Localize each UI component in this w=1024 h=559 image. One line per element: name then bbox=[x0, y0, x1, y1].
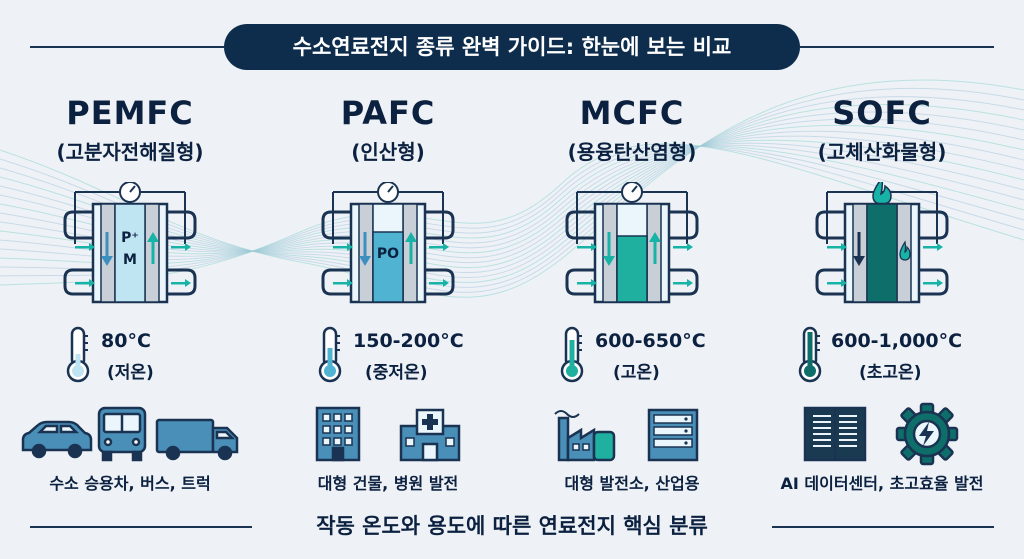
fuel-cell-diagram bbox=[815, 182, 949, 304]
column-mcfc: MCFC (용융탄산염형) bbox=[517, 90, 747, 510]
type-name: SOFC bbox=[832, 94, 932, 132]
fuel-cell-diagram: P⁺ M bbox=[63, 182, 197, 304]
cell-label-top: P⁺ bbox=[121, 230, 139, 246]
footer-caption: 작동 온도와 용도에 따른 연료전지 핵심 분류 bbox=[316, 514, 708, 538]
temperature-label: (고온) bbox=[613, 363, 660, 383]
building-icon bbox=[315, 406, 361, 462]
flame-icon bbox=[872, 182, 892, 205]
temperature-block: 600-650°C (고온) bbox=[517, 322, 747, 384]
type-name: PAFC bbox=[340, 94, 436, 132]
column-pemfc: PEMFC (고분자전해질형) P⁺ M bbox=[15, 90, 245, 510]
temperature-block: 80°C (저온) bbox=[15, 322, 245, 384]
footer-rule-left bbox=[30, 526, 252, 528]
temperature-value: 150-200°C bbox=[353, 330, 464, 352]
bus-icon bbox=[97, 406, 147, 462]
temperature-value: 600-1,000°C bbox=[831, 330, 963, 352]
power-gear-icon bbox=[895, 402, 959, 466]
temperature-value: 600-650°C bbox=[595, 330, 706, 352]
thermometer-icon bbox=[318, 326, 342, 383]
fuel-cell-diagram bbox=[565, 182, 699, 304]
temperature-label: (초고온) bbox=[859, 363, 922, 383]
application-description: 대형 건물, 병원 발전 bbox=[317, 474, 459, 493]
type-subtitle: (고체산화물형) bbox=[817, 140, 947, 164]
truck-icon bbox=[155, 418, 239, 461]
temperature-value: 80°C bbox=[101, 330, 151, 352]
title-rule-left bbox=[30, 46, 224, 48]
page-title: 수소연료전지 종류 완벽 가이드: 한눈에 보는 비교 bbox=[224, 24, 800, 70]
title-rule-right bbox=[800, 46, 994, 48]
cell-label-bottom: M bbox=[123, 252, 137, 268]
thermometer-icon bbox=[66, 326, 90, 383]
type-subtitle: (인산형) bbox=[351, 140, 425, 164]
column-pafc: PAFC (인산형) PO bbox=[273, 90, 503, 510]
application-description: AI 데이터센터, 초고효율 발전 bbox=[780, 474, 984, 493]
thermometer-icon bbox=[560, 326, 584, 383]
application-description: 대형 발전소, 산업용 bbox=[564, 474, 700, 493]
car-icon bbox=[21, 420, 93, 459]
hospital-icon bbox=[399, 408, 461, 462]
server-rack-icon bbox=[647, 408, 699, 462]
temperature-block: 150-200°C (중저온) bbox=[273, 322, 503, 384]
footer-rule-right bbox=[772, 526, 994, 528]
temperature-label: (저온) bbox=[107, 363, 154, 383]
fuel-cell-diagram: PO bbox=[321, 182, 455, 304]
temperature-block: 600-1,000°C (초고온) bbox=[767, 322, 997, 384]
column-sofc: SOFC (고체산화물형) bbox=[767, 90, 997, 510]
temperature-label: (중저온) bbox=[365, 363, 428, 383]
type-name: MCFC bbox=[579, 94, 685, 132]
type-subtitle: (고분자전해질형) bbox=[56, 140, 204, 164]
application-icons bbox=[554, 408, 699, 462]
application-icons bbox=[315, 406, 461, 462]
factory-icon bbox=[554, 410, 616, 462]
type-name: PEMFC bbox=[66, 94, 194, 132]
small-flame-icon bbox=[899, 240, 911, 261]
cell-label: PO bbox=[377, 246, 399, 262]
type-subtitle: (용융탄산염형) bbox=[567, 140, 697, 164]
footer: 작동 온도와 용도에 따른 연료전지 핵심 분류 bbox=[0, 510, 1024, 542]
application-description: 수소 승용차, 버스, 트럭 bbox=[49, 474, 211, 493]
application-icons bbox=[21, 406, 239, 462]
thermometer-icon bbox=[798, 326, 822, 383]
application-icons bbox=[803, 402, 959, 466]
data-center-icon bbox=[803, 406, 867, 462]
